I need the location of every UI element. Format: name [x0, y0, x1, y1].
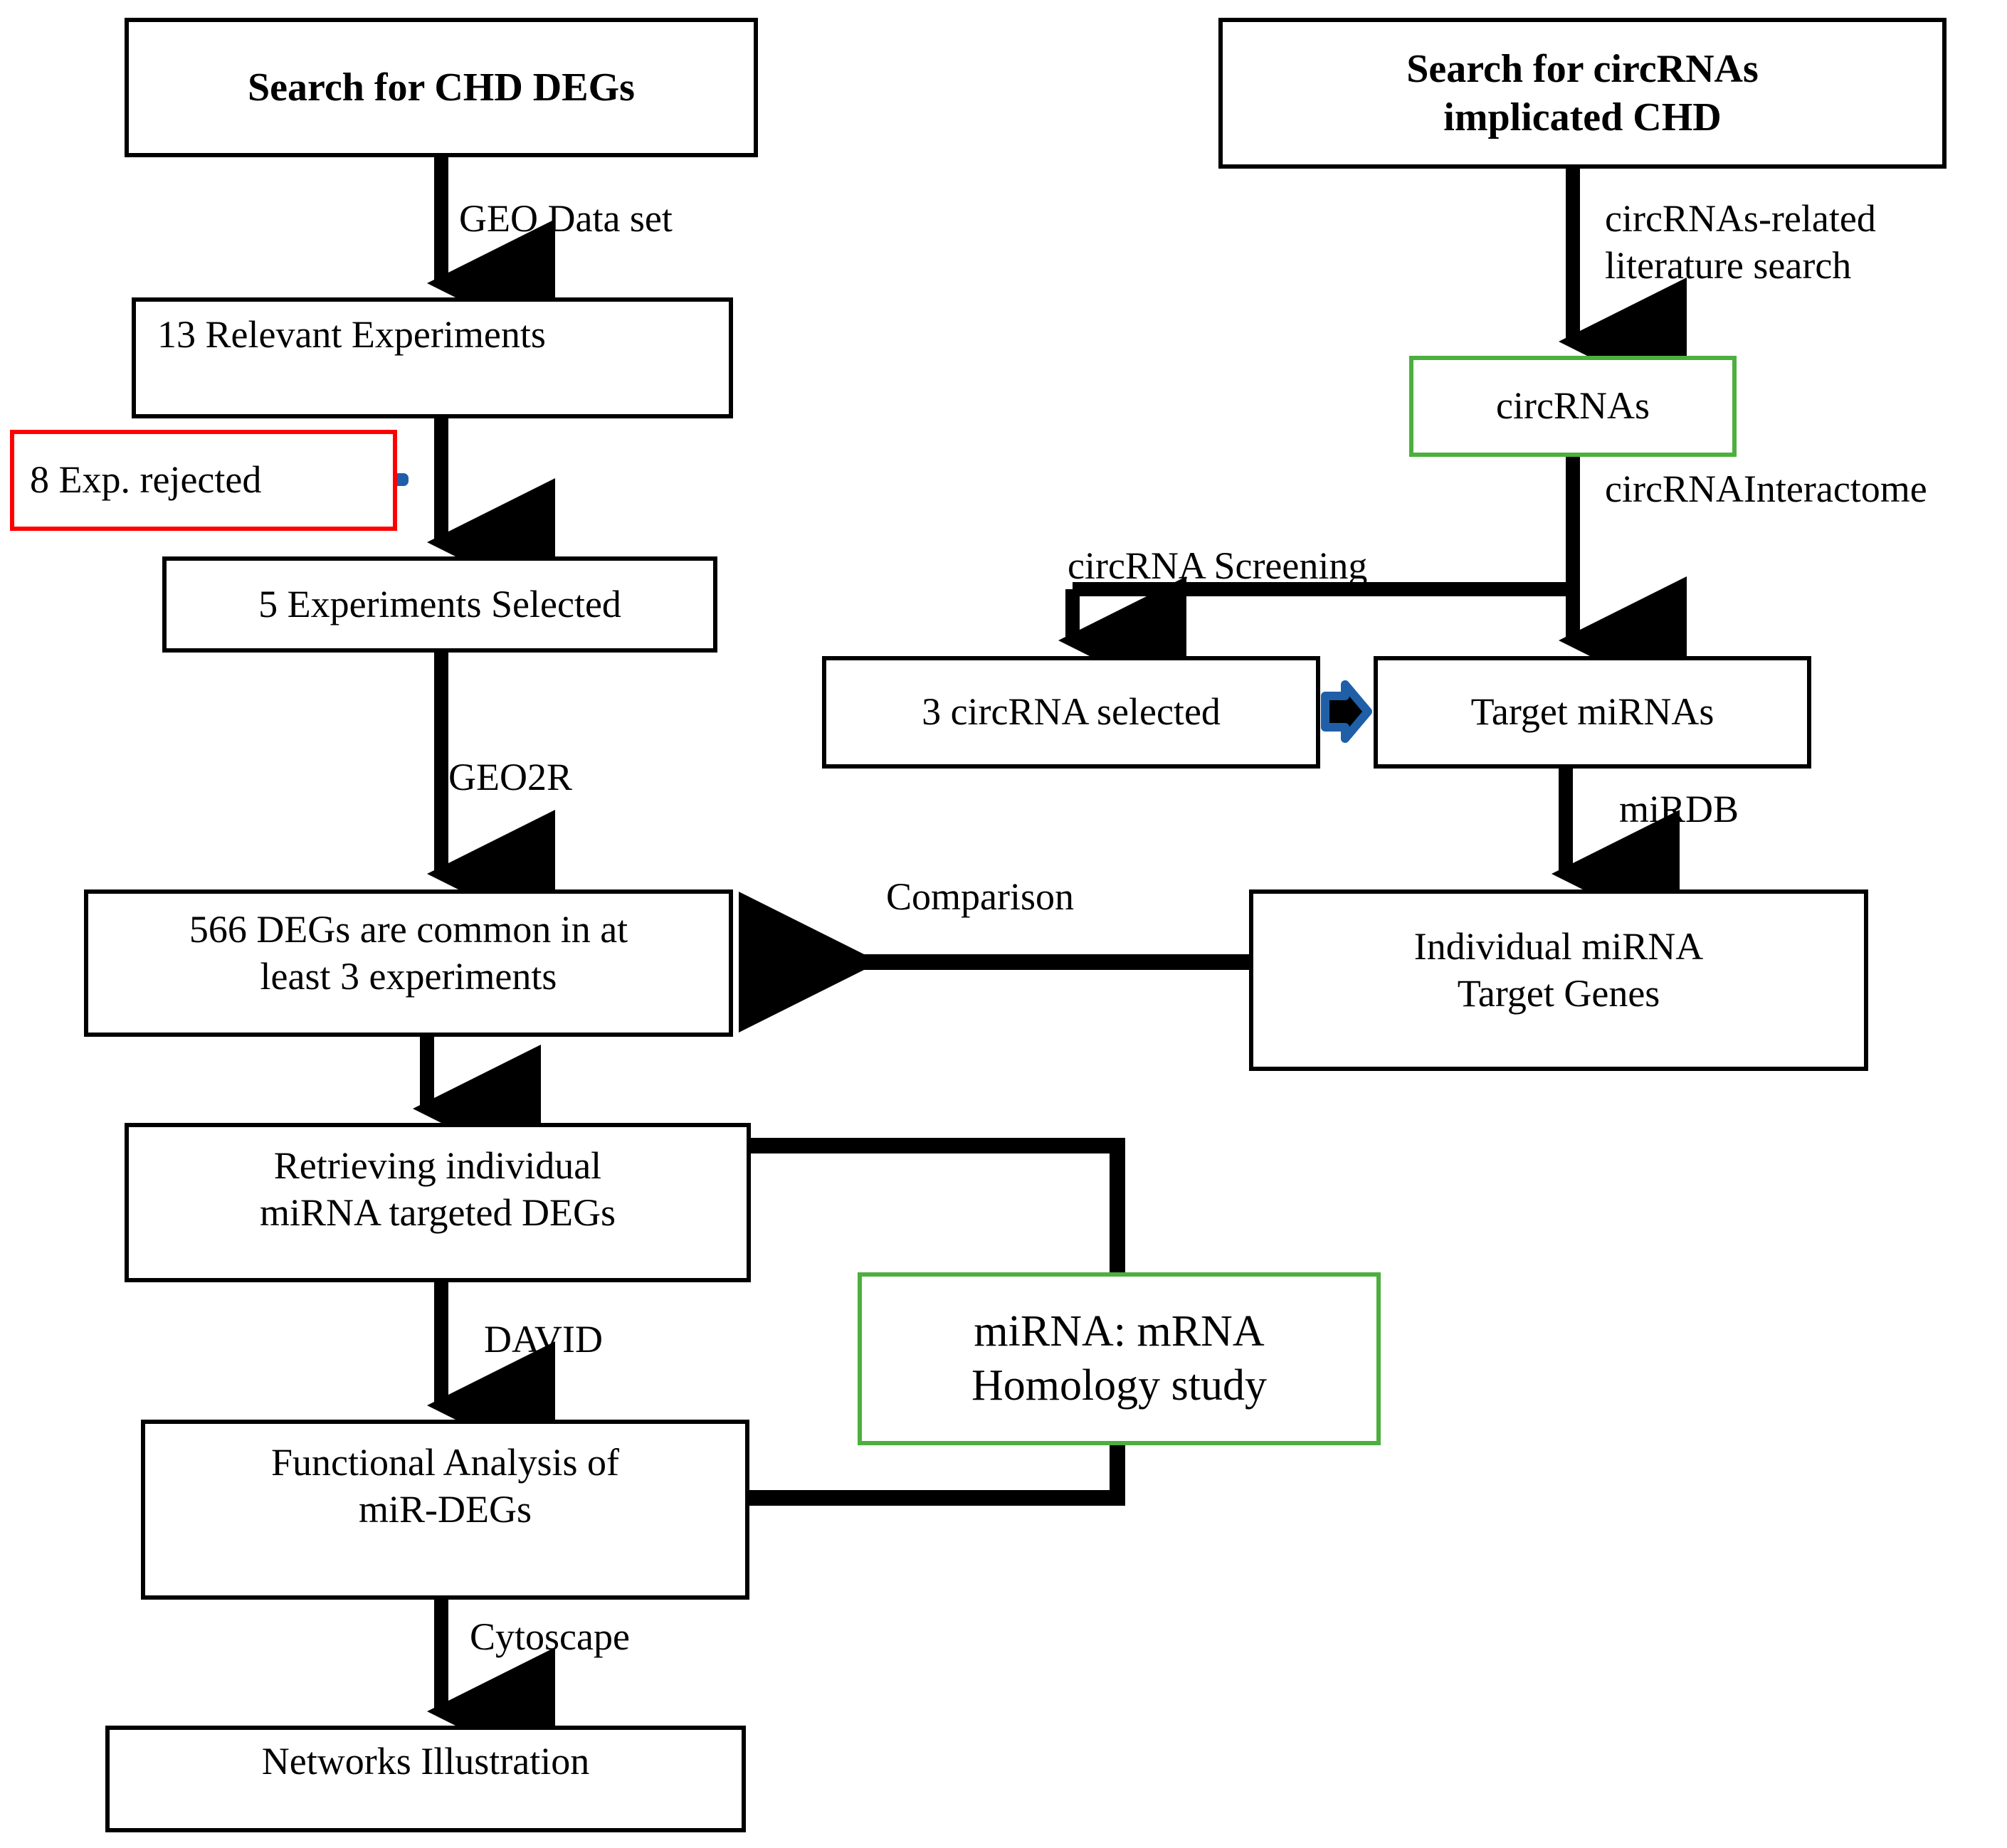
node-label: Individual miRNA Target Genes — [1413, 925, 1704, 1015]
node-label: 8 Exp. rejected — [30, 458, 262, 502]
node-experiments-selected: 5 Experiments Selected — [162, 556, 717, 653]
node-search-circrnas-chd: Search for circRNAs implicated CHD — [1218, 18, 1947, 169]
edge-label-geo-data-set: GEO Data set — [459, 197, 673, 240]
node-target-mirnas: Target miRNAs — [1374, 656, 1811, 769]
node-label: 13 Relevant Experiments — [157, 313, 546, 356]
edge-label-circrna-screening: circRNA Screening — [1068, 544, 1368, 587]
node-functional-analysis: Functional Analysis of miR-DEGs — [141, 1420, 749, 1600]
node-networks-illustration: Networks Illustration — [105, 1726, 746, 1832]
edge-label-geo2r: GEO2R — [448, 756, 572, 798]
edge-label-david: DAVID — [484, 1318, 604, 1361]
node-retrieving-degs: Retrieving individual miRNA targeted DEG… — [125, 1123, 751, 1282]
node-label: Search for circRNAs implicated CHD — [1406, 46, 1759, 139]
node-circrna-selected: 3 circRNA selected — [822, 656, 1320, 769]
edge-label-circrnas-literature-search: circRNAs-related literature search — [1605, 197, 1876, 287]
node-exp-rejected: 8 Exp. rejected — [10, 430, 397, 531]
edge-label-circrna-interactome: circRNAInteractome — [1605, 468, 1927, 510]
edge-label-comparison: Comparison — [886, 875, 1074, 918]
node-label: miRNA: mRNA Homology study — [971, 1306, 1268, 1410]
node-label: Target miRNAs — [1470, 690, 1714, 734]
node-label: circRNAs — [1496, 384, 1650, 428]
edge-homology-to-functional — [744, 1437, 1125, 1506]
node-degs-common: 566 DEGs are common in at least 3 experi… — [84, 889, 733, 1037]
edge-circrnas-branch — [1058, 457, 1687, 704]
node-relevant-experiments: 13 Relevant Experiments — [132, 297, 733, 418]
edge-retrieving-to-homology — [751, 1138, 1125, 1281]
node-label: Functional Analysis of miR-DEGs — [271, 1441, 619, 1531]
node-mirna-mrna-homology: miRNA: mRNA Homology study — [858, 1272, 1381, 1445]
node-label: 3 circRNA selected — [922, 690, 1221, 734]
edge-label-mirdb: miRDB — [1619, 788, 1739, 830]
node-label: 5 Experiments Selected — [258, 582, 621, 625]
node-individual-mirna-genes: Individual miRNA Target Genes — [1249, 889, 1868, 1071]
node-label: Search for CHD DEGs — [248, 65, 635, 110]
node-search-chd-degs: Search for CHD DEGs — [125, 18, 758, 157]
edge-label-cytoscape: Cytoscape — [470, 1615, 630, 1658]
node-label: 566 DEGs are common in at least 3 experi… — [189, 908, 628, 998]
edge-circselected-to-targetmirnas — [1321, 680, 1372, 743]
node-label: Retrieving individual miRNA targeted DEG… — [260, 1144, 616, 1234]
node-label: Networks Illustration — [261, 1740, 590, 1783]
node-circrnas: circRNAs — [1409, 356, 1737, 457]
